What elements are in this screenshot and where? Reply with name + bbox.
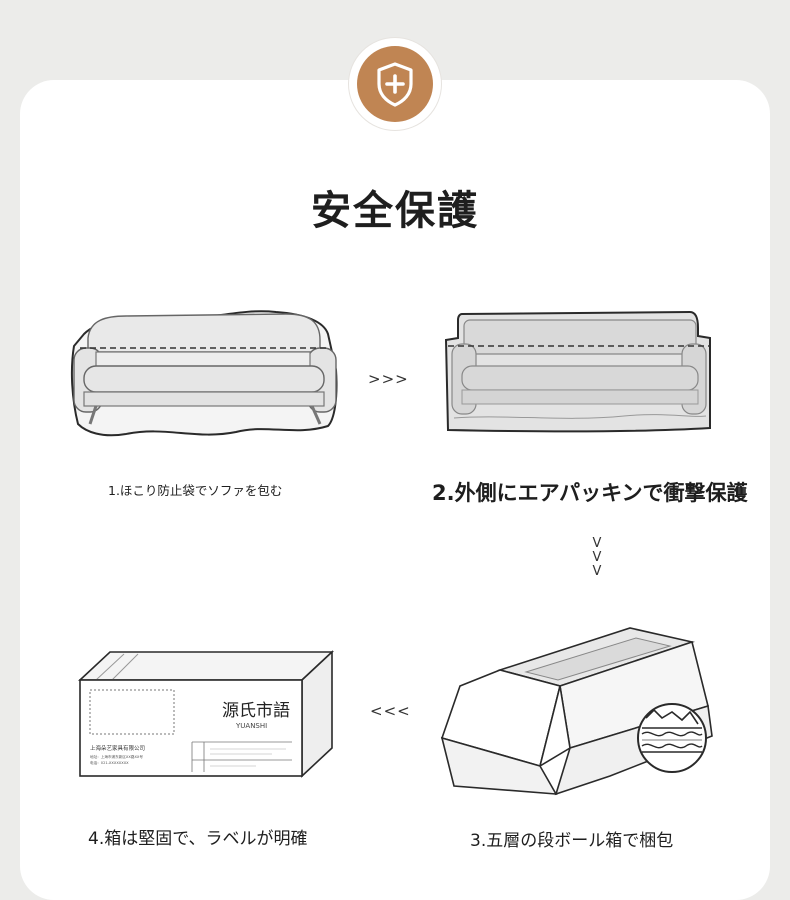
page-title: 安全保護 [311, 188, 479, 234]
step-2-caption: 2.外側にエアパッキンで衝撃保護 [432, 481, 748, 505]
box-brand: 源氏市語 [222, 701, 290, 721]
sofa-dustbag-illustration [70, 310, 338, 437]
arrow-left: <<< [370, 702, 411, 720]
open-box-illustration [440, 627, 713, 796]
box-address: 地址：上海市浦东新区XX路XX号 [90, 754, 143, 759]
arrow-down: V V V [590, 537, 604, 579]
box-company: 上海朵艺家具有限公司 [90, 744, 145, 752]
shield-plus-icon [357, 46, 433, 122]
step-3-caption: 3.五層の段ボール箱で梱包 [470, 831, 674, 851]
arrow-down-glyph: V [592, 536, 602, 551]
labeled-box-illustration: 源氏市語 YUANSHI 上海朵艺家具有限公司 地址：上海市浦东新区XX路XX号… [77, 650, 335, 778]
step-4-caption: 4.箱は堅固で、ラベルが明確 [88, 829, 308, 849]
arrow-down-glyph: V [592, 550, 602, 565]
arrow-right: >>> [368, 370, 409, 388]
box-brand-sub: YUANSHI [235, 722, 267, 730]
box-phone: 电话：021-XXXXXXXX [90, 760, 129, 765]
step-1-caption: 1.ほこり防止袋でソファを包む [108, 483, 283, 498]
sofa-bubblewrap-illustration [444, 310, 711, 433]
arrow-down-glyph: V [592, 564, 602, 579]
